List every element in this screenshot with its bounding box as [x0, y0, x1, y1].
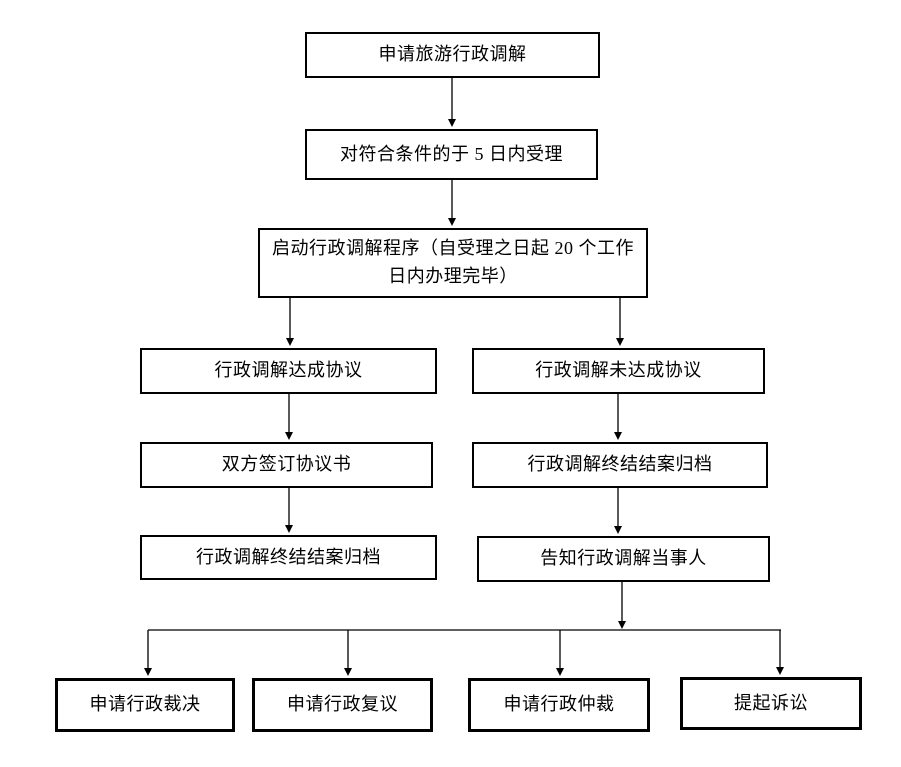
node-file-lawsuit: 提起诉讼	[680, 677, 862, 730]
node-apply-administrative-arbitration: 申请行政仲裁	[468, 678, 650, 732]
node-agreement-not-reached: 行政调解未达成协议	[472, 348, 765, 394]
node-mediation-closed-filed-right: 行政调解终结结案归档	[472, 442, 768, 488]
node-notify-parties: 告知行政调解当事人	[477, 536, 770, 582]
node-accept-within-5-days: 对符合条件的于 5 日内受理	[305, 129, 598, 180]
node-apply-administrative-reconsideration: 申请行政复议	[252, 678, 433, 732]
edge-not-reached-close-right-arrowhead	[614, 432, 622, 440]
edge-close-right-notify-arrowhead	[614, 526, 622, 534]
node-mediation-closed-filed-left: 行政调解终结结案归档	[140, 535, 437, 580]
edge-junction-litigation-arrowhead	[776, 667, 784, 675]
edge-accept-start-arrowhead	[448, 218, 456, 226]
edge-start-not-reached-arrowhead	[616, 338, 624, 346]
node-apply-administrative-ruling: 申请行政裁决	[55, 678, 235, 732]
node-apply-mediation: 申请旅游行政调解	[305, 32, 600, 78]
edge-apply-accept-arrowhead	[448, 119, 456, 127]
node-agreement-reached: 行政调解达成协议	[140, 348, 437, 394]
edge-junction-reconsideration-arrowhead	[344, 668, 352, 676]
edge-sign-close-left-arrowhead	[285, 525, 293, 533]
edge-reached-sign-arrowhead	[285, 432, 293, 440]
edge-start-reached-arrowhead	[286, 338, 294, 346]
edge-junction-ruling-arrowhead	[144, 668, 152, 676]
node-both-parties-sign-agreement: 双方签订协议书	[140, 442, 433, 488]
node-start-mediation-procedure: 启动行政调解程序（自受理之日起 20 个工作 日内办理完毕）	[258, 228, 648, 298]
edge-notify-junction-arrowhead	[618, 621, 626, 629]
edge-junction-arbitration-arrowhead	[556, 668, 564, 676]
